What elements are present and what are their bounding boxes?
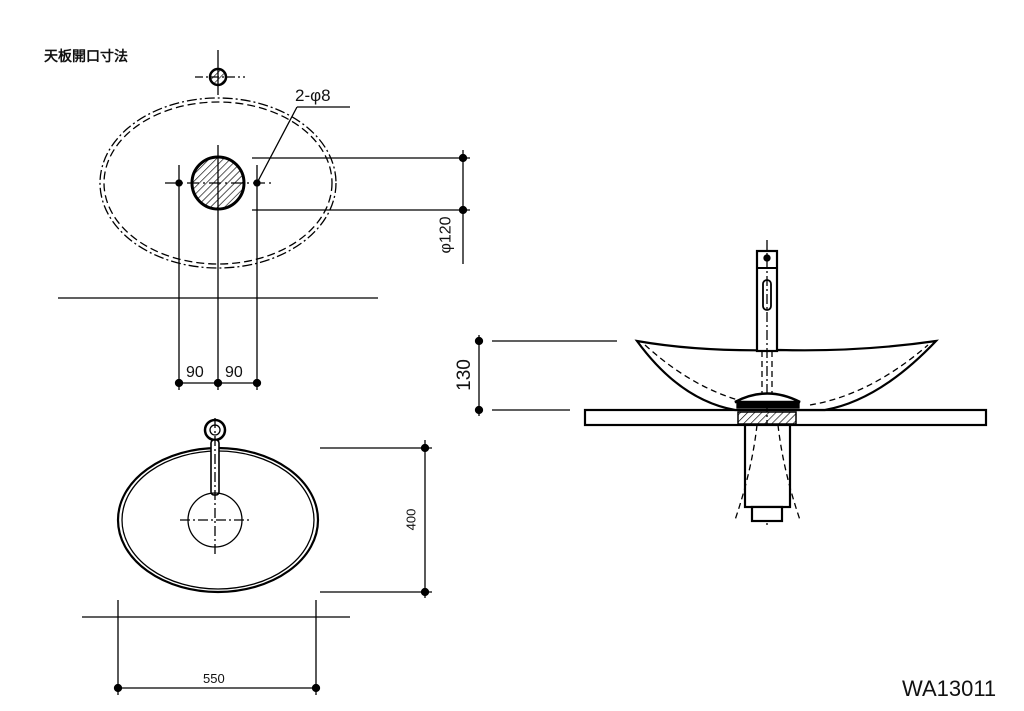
bowl-plan-view	[82, 418, 432, 695]
cutout-plan-view	[58, 50, 470, 390]
drain-cap	[734, 392, 801, 404]
bowl	[634, 339, 939, 412]
hole-spec-label: 2-φ8	[295, 86, 331, 105]
drain-pipe	[743, 423, 792, 509]
model-code: WA13011	[902, 676, 997, 701]
drawing-title: 天板開口寸法	[44, 49, 128, 65]
bowl-width-label: 550	[203, 671, 225, 686]
faucet-hole	[208, 67, 228, 87]
side-elevation	[474, 240, 988, 525]
offset-right-label: 90	[225, 364, 243, 381]
drain-diameter-label: φ120	[437, 216, 455, 254]
bowl-height-label: 130	[453, 359, 475, 391]
offset-left-label: 90	[186, 364, 204, 381]
drain	[187, 492, 243, 548]
bowl-depth-label: 400	[403, 508, 419, 531]
